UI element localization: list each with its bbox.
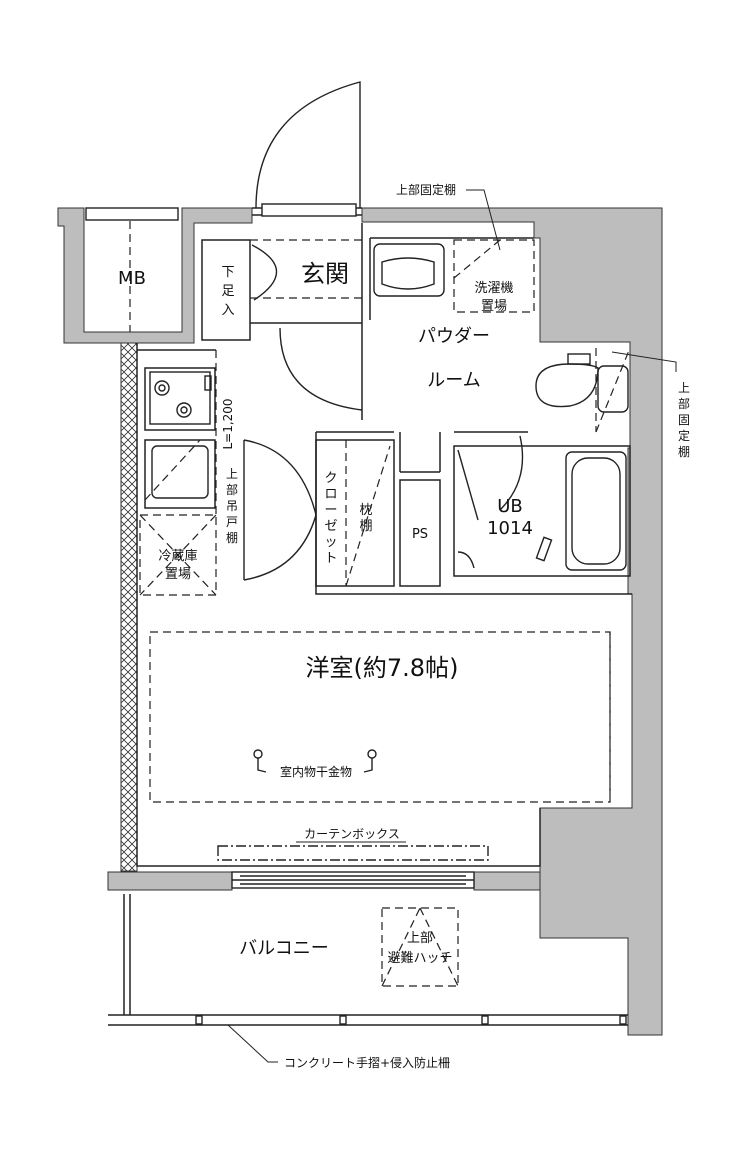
drying-hardware-note: 室内物干金物 — [280, 764, 352, 779]
powder-room-label-1: パウダー — [418, 326, 490, 347]
mb-label: MB — [118, 268, 146, 289]
washer-label-2: 置場 — [481, 299, 507, 314]
fridge-label-1: 冷蔵庫 — [158, 549, 197, 564]
note-char: 戸 — [226, 515, 238, 529]
note-char: 上 — [226, 467, 238, 481]
note-char: 部 — [226, 482, 238, 497]
hatched-wall — [120, 342, 138, 872]
powder-room-label-2: ルーム — [427, 370, 480, 391]
doors — [85, 81, 627, 1025]
closet-char: ー — [324, 503, 337, 518]
dashed-lines — [129, 208, 631, 987]
unit-bath-label-2: 1014 — [487, 518, 533, 539]
upper-shelf-note-right: 上 部 固 定 棚 — [678, 381, 690, 459]
kitchen-cabinet-note: 上 部 吊 戸 棚 — [226, 467, 238, 545]
pillow-shelf-char: 棚 — [359, 519, 372, 534]
kitchen-length-note: L=1,200 — [221, 398, 235, 449]
main-room-label: 洋室(約7.8帖) — [306, 654, 459, 682]
closet-char: ト — [324, 551, 337, 566]
upper-shelf-note-top: 上部固定棚 — [396, 182, 456, 197]
note-char: 固 — [678, 413, 690, 427]
railing-note: コンクリート手摺+侵入防止柵 — [284, 1055, 450, 1070]
pillow-shelf-label: 枕 棚 — [359, 503, 372, 534]
curtain-box-note: カーテンボックス — [304, 827, 400, 841]
pillow-shelf-char: 枕 — [359, 503, 372, 518]
ps-label: PS — [412, 527, 428, 542]
note-char: 部 — [678, 396, 690, 411]
closet-char: ク — [324, 471, 337, 486]
closet-char: ッ — [324, 535, 337, 550]
fixtures — [149, 243, 629, 773]
fridge-label-2: 置場 — [165, 567, 191, 582]
unit-bath-label-1: UB — [497, 496, 523, 517]
note-char: 棚 — [226, 530, 238, 545]
interior-lines — [108, 223, 632, 1026]
leader-lines — [227, 189, 677, 1063]
balcony-label: バルコニー — [239, 938, 329, 959]
shoe-box-label-2: 足 — [221, 284, 234, 299]
washer-label-1: 洗濯機 — [474, 281, 513, 296]
closet-char: ゼ — [324, 519, 337, 534]
closet-char: ロ — [324, 487, 337, 502]
note-char: 上 — [678, 381, 690, 395]
note-char: 棚 — [678, 444, 690, 459]
closet-label: ク ロ ー ゼ ッ ト — [324, 471, 337, 566]
shoe-box-label-1: 下 — [221, 265, 234, 280]
genkan-label: 玄関 — [301, 260, 349, 288]
hatch-label-1: 上部 — [407, 931, 433, 946]
shoe-box-label-3: 入 — [221, 303, 234, 318]
hatch-label-2: 避難ハッチ — [387, 951, 452, 966]
note-char: 吊 — [226, 499, 238, 513]
outer-walls — [57, 207, 663, 1036]
note-char: 定 — [678, 428, 690, 443]
